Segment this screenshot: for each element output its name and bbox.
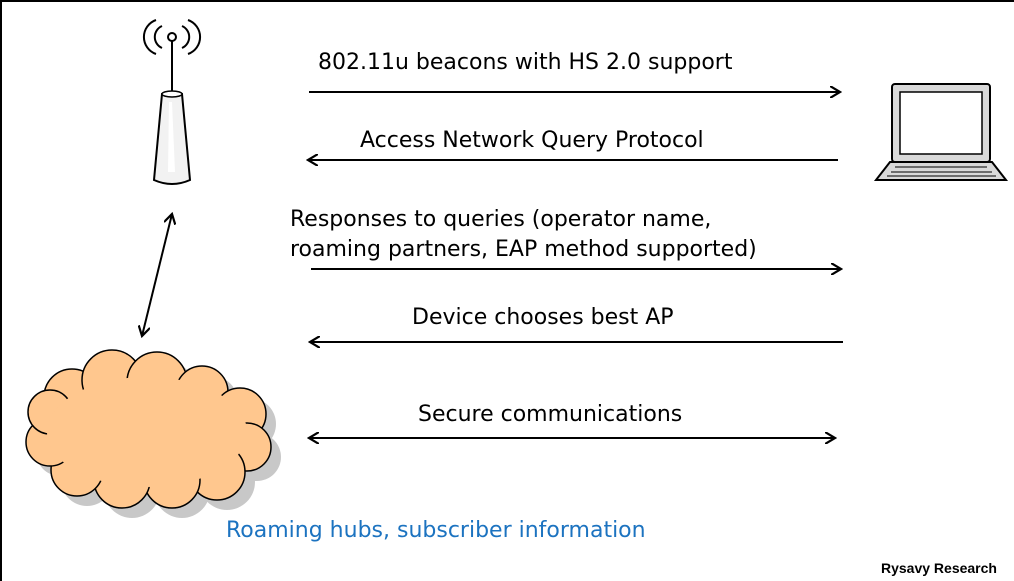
credit-label: Rysavy Research xyxy=(881,560,997,576)
cloud-icon xyxy=(25,349,281,518)
backhaul-arrow xyxy=(142,214,172,336)
cloud-caption: Roaming hubs, subscriber information xyxy=(226,518,646,543)
antenna-icon xyxy=(142,19,202,185)
label-anqp: Access Network Query Protocol xyxy=(360,128,704,153)
label-beacons: 802.11u beacons with HS 2.0 support xyxy=(318,50,733,75)
label-responses-line2: roaming partners, EAP method supported) xyxy=(290,237,757,262)
label-choose-ap: Device chooses best AP xyxy=(412,305,674,330)
label-responses-line1: Responses to queries (operator name, xyxy=(290,207,712,232)
laptop-icon xyxy=(873,83,1009,181)
label-secure: Secure communications xyxy=(418,402,683,427)
